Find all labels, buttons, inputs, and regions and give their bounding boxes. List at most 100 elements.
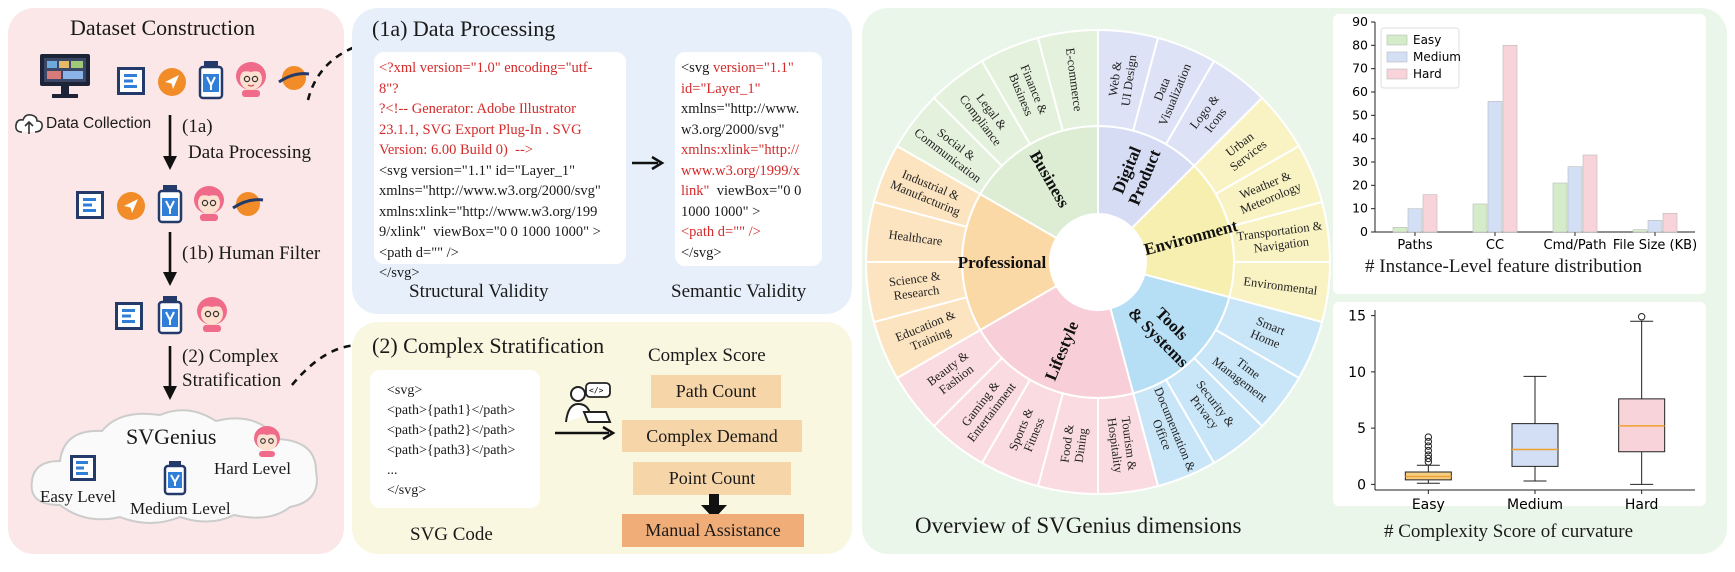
y-tick-label: 90 [1352, 14, 1368, 29]
y-tick-label: 10 [1348, 365, 1366, 381]
bar [1662, 213, 1678, 233]
semantic-code-token: id="Layer_1" [681, 80, 761, 97]
structural-code-line: 9/xlink" viewBox="0 0 1000 1000" > [379, 224, 601, 240]
structural-code-line: 8"? [379, 80, 399, 97]
girl-avatar-icon [254, 426, 280, 457]
x-tick-label: Medium [1507, 497, 1563, 513]
wheel-subcategory-line: Web & [1106, 60, 1125, 97]
y-tick-label: 20 [1352, 177, 1368, 192]
planet-icon [232, 192, 264, 216]
complex-score-title: Complex Score [648, 345, 766, 366]
girl-avatar-icon [194, 186, 224, 221]
semantic-code-line: xmlns:xlink="http:// [681, 140, 801, 161]
svg-code: <svg><path>{path1}</path><path>{path2}</… [387, 381, 515, 501]
semantic-code-token: <path d="" /> [681, 224, 761, 240]
legend-label: Medium [1413, 50, 1461, 64]
semantic-code-token: xmlns="http://www. [681, 101, 800, 117]
outlier-point [1637, 313, 1646, 321]
bar [1392, 227, 1408, 233]
svg-code-box [370, 370, 540, 508]
semantic-code-line: <path d="" /> [681, 222, 801, 243]
manual-assistance-box: Manual Assistance [622, 514, 804, 547]
y-tick-label: 40 [1352, 131, 1368, 146]
x-tick-label: Easy [1412, 497, 1445, 513]
outlier-point [1424, 442, 1433, 450]
bar [1472, 203, 1488, 233]
box-chart-title: # Complexity Score of curvature [1384, 521, 1634, 542]
bar [1552, 182, 1568, 233]
bar [1502, 45, 1518, 233]
document-icon [117, 67, 145, 95]
semantic-code-line: 1000 1000" > [681, 202, 801, 223]
x-tick-label: Hard [1625, 497, 1659, 513]
wheel-subcategory-label: Science &Research [888, 269, 943, 304]
bottle-icon [157, 185, 183, 224]
bottle-icon [157, 296, 183, 335]
semantic-code-token: w3.org/2000/svg" [681, 121, 785, 138]
legend-label: Hard [1413, 67, 1442, 81]
structural-code-line: </svg> [379, 265, 420, 281]
wheel-subcategory-line: Research [893, 283, 941, 303]
cloud-upload-icon [15, 114, 43, 134]
girl-avatar-icon [197, 297, 227, 332]
document-icon [70, 455, 96, 481]
navigation-icon [117, 192, 145, 220]
step-1a-number: (1a) [182, 116, 213, 137]
legend-label: Easy [1413, 33, 1441, 47]
bar-chart-title: # Instance-Level feature distribution [1365, 256, 1642, 277]
structural-code-line: xmlns="http://www.w3.org/2000/svg" [379, 183, 601, 199]
semantic-code-token: </svg> [681, 244, 722, 261]
y-tick-label: 15 [1348, 309, 1366, 325]
data-processing-title: (1a) Data Processing [372, 16, 556, 41]
bar [1582, 154, 1598, 233]
step-2-line2: Stratification [182, 370, 282, 391]
structural-code-box [374, 52, 626, 264]
semantic-code-line: link" viewBox="0 0 [681, 181, 801, 202]
semantic-code-line: <svg version="1.1" [681, 58, 801, 79]
bar [1422, 194, 1438, 233]
wheel-caption: Overview of SVGenius dimensions [915, 513, 1242, 538]
x-tick-label: Cmd/Path [1544, 238, 1607, 253]
wheel-category-label: Professional [958, 253, 1047, 272]
svg-code-line: <path>{path1}</path> [387, 403, 516, 418]
legend-swatch [1386, 34, 1408, 46]
svg-code-label: SVG Code [410, 524, 493, 545]
wheel-subcategory-label: Food &Dining [1058, 423, 1091, 465]
bar [1632, 229, 1648, 233]
bottle-icon [163, 461, 187, 496]
outlier-point [1424, 451, 1433, 459]
girl-avatar-icon [236, 62, 266, 97]
wheel-subcategory-line: Dining [1072, 426, 1091, 463]
hard-level-label: Hard Level [214, 459, 291, 478]
structural-validity-label: Structural Validity [409, 281, 549, 302]
semantic-code-line: id="Layer_1" [681, 79, 801, 100]
y-tick-label: 30 [1352, 154, 1368, 169]
semantic-code-line: </svg> [681, 243, 801, 264]
structural-code: <?xml version="1.0" encoding="utf-8"??<!… [379, 58, 601, 284]
wheel-subcategory-line: Science & [888, 269, 941, 290]
y-tick-label: 50 [1352, 107, 1368, 122]
semantic-code: <svg version="1.1"id="Layer_1" xmlns="htt… [681, 58, 801, 263]
score-item-path-count: Path Count [651, 375, 781, 408]
outlier-point [1424, 437, 1433, 446]
complex-stratification-title: (2) Complex Stratification [372, 333, 605, 358]
bar [1567, 166, 1583, 233]
planet-icon [278, 66, 310, 90]
legend-swatch [1386, 68, 1408, 80]
wheel-center [1050, 214, 1146, 310]
wheel-subcategory-line: UI Design [1119, 53, 1140, 107]
y-tick-label: 80 [1352, 37, 1368, 52]
bar [1487, 101, 1503, 233]
flow-arrows [163, 43, 361, 400]
semantic-code-token: version="1.1" [712, 60, 794, 76]
right-arrow-icon [555, 425, 616, 441]
semantic-code-box [675, 52, 822, 266]
right-arrow-icon [632, 155, 665, 171]
wheel-subcategory-line: Food & [1058, 423, 1077, 463]
wheel-subcategory-label: Web &UI Design [1105, 51, 1140, 107]
semantic-code-line: www.w3.org/1999/x [681, 161, 801, 182]
svgenius-title: SVGenius [126, 424, 217, 449]
easy-level-label: Easy Level [40, 487, 116, 506]
